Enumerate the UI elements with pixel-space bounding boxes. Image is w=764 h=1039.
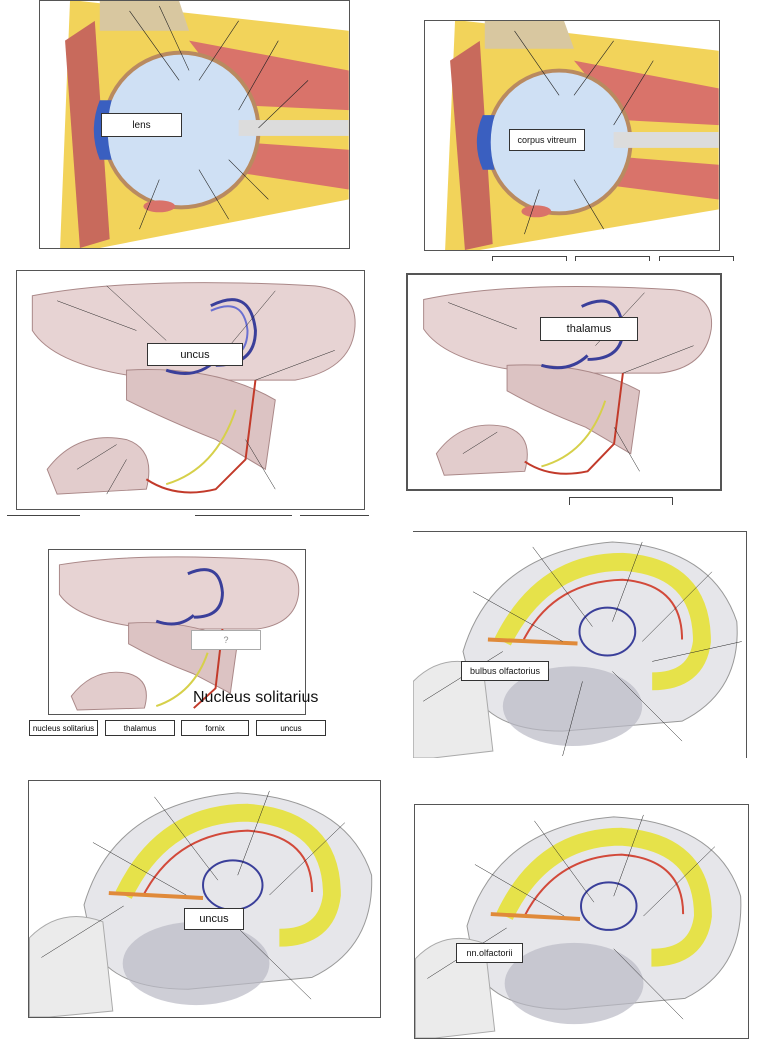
limbic-system-illustration xyxy=(29,781,380,1017)
sagittal-brain-panel-1: bulbus olfactorius xyxy=(413,531,747,758)
limbic-system-illustration xyxy=(413,532,746,758)
option-chip-nucleus-solitarius[interactable]: nucleus solitarius xyxy=(29,720,98,736)
limbic-system-illustration xyxy=(415,805,748,1038)
brain-anatomy-panel-1: uncus xyxy=(16,270,365,510)
brain-pathway-illustration xyxy=(17,271,364,509)
empty-answer-slot[interactable] xyxy=(492,256,567,261)
empty-answer-slot[interactable] xyxy=(300,515,369,516)
eye-cross-section-illustration xyxy=(425,21,719,250)
brain-pathway-illustration xyxy=(408,275,720,489)
eye-anatomy-panel-2: corpus vitreum xyxy=(424,20,720,251)
eye-cross-section-illustration xyxy=(40,1,349,248)
brain3-answer-label[interactable]: ? xyxy=(191,630,261,650)
option-chip-uncus[interactable]: uncus xyxy=(256,720,326,736)
brain-anatomy-panel-2: thalamus xyxy=(406,273,722,491)
empty-answer-slot[interactable] xyxy=(659,256,734,261)
empty-answer-slot[interactable] xyxy=(7,515,80,516)
sagittal-brain-panel-2: uncus xyxy=(28,780,381,1018)
empty-answer-slot[interactable] xyxy=(195,515,292,516)
eye-anatomy-panel-1: lens xyxy=(39,0,350,249)
eye1-answer-label[interactable]: lens xyxy=(101,113,182,137)
sag1-answer-label[interactable]: bulbus olfactorius xyxy=(461,661,549,681)
dragged-answer-text[interactable]: Nucleus solitarius xyxy=(193,689,319,706)
sagittal-brain-panel-3: nn.olfactorii xyxy=(414,804,749,1039)
sag2-answer-label[interactable]: uncus xyxy=(184,908,244,930)
brain-pathway-illustration xyxy=(49,550,305,714)
brain2-answer-label[interactable]: thalamus xyxy=(540,317,638,341)
eye2-answer-label[interactable]: corpus vitreum xyxy=(509,129,585,151)
brain-anatomy-panel-3: ? xyxy=(48,549,306,715)
option-chip-fornix[interactable]: fornix xyxy=(181,720,249,736)
empty-answer-slot[interactable] xyxy=(569,497,673,505)
brain1-answer-label[interactable]: uncus xyxy=(147,343,243,366)
sag3-answer-label[interactable]: nn.olfactorii xyxy=(456,943,523,963)
option-chip-thalamus[interactable]: thalamus xyxy=(105,720,175,736)
empty-answer-slot[interactable] xyxy=(575,256,650,261)
